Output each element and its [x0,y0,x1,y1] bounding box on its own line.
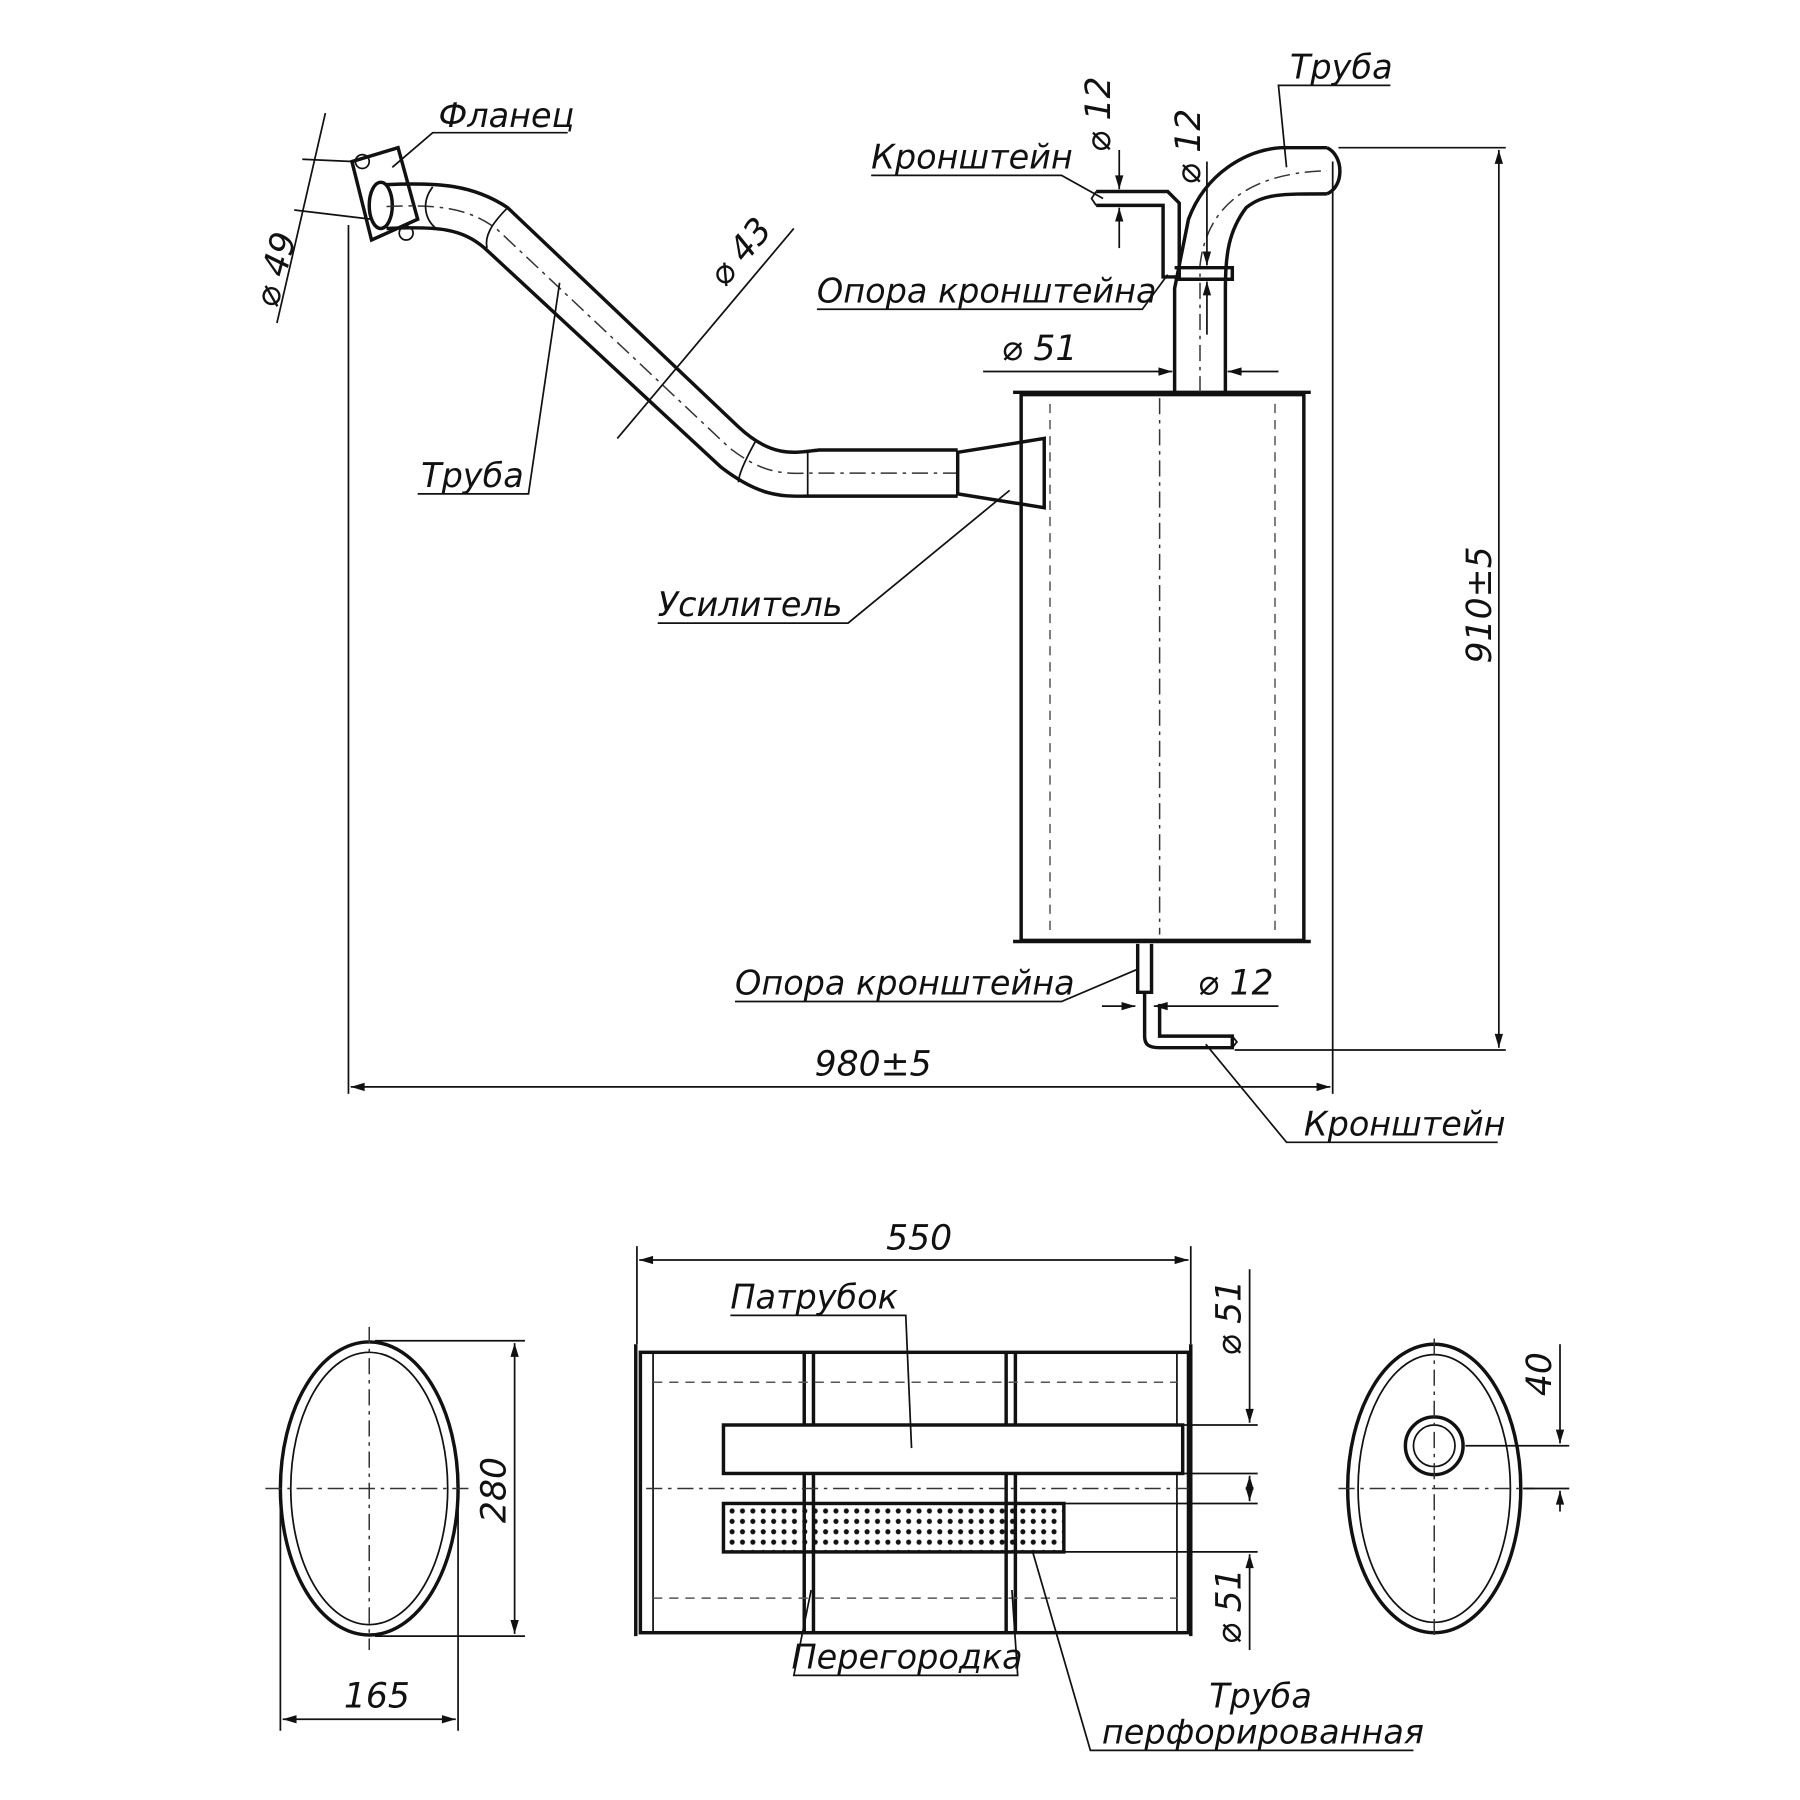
label-bracket-bottom: Кронштейн [1304,1104,1506,1143]
perforated-pipe [721,1501,1066,1554]
dim-bracket-dia-1: ⌀ 12 [1079,76,1119,152]
dim-width-total: 980±5 [815,1044,932,1084]
top-bracket [1090,189,1235,281]
dimension-lines-top [276,84,1506,1144]
dim-height-total: 910±5 [1460,546,1500,663]
label-reinforcer: Усилитель [658,585,843,624]
label-perforated-pipe-2: перфорированная [1102,1712,1424,1751]
label-inlet-pipe: Труба [421,456,524,495]
label-flange: Фланец [438,96,574,135]
inlet-pipe [386,182,1045,498]
dim-outlet-dia: ⌀ 51 [1002,329,1078,369]
dim-body-height: 280 [474,1457,514,1523]
dim-flange-dia: ⌀ 49 [247,228,305,312]
end-view-right [1338,1338,1570,1639]
label-bracket-support-top: Опора кронштейна [817,271,1157,310]
dim-nozzle-dia-bottom: ⌀ 51 [1209,1568,1249,1644]
nozzle-pipe [721,1423,1185,1476]
dim-body-length: 550 [886,1219,952,1259]
label-partition: Перегородка [792,1637,1023,1676]
flange [349,145,420,243]
bottom-bracket [1135,943,1239,1050]
muffler-body-side [1013,390,1311,944]
label-bracket-support-bottom: Опора кронштейна [735,964,1075,1003]
label-bracket-top: Кронштейн [871,137,1073,176]
dim-pipe-dia: ⌀ 43 [701,210,780,294]
dim-bracket-dia-bottom: ⌀ 12 [1198,964,1274,1004]
dim-bracket-dia-2: ⌀ 12 [1169,109,1209,185]
end-view-left [265,1326,525,1731]
dim-body-width: 165 [344,1677,410,1717]
section-view [634,1246,1414,1752]
dim-nozzle-dia-top: ⌀ 51 [1209,1280,1249,1356]
label-perforated-pipe-1: Труба [1209,1677,1312,1716]
label-nozzle: Патрубок [730,1277,897,1316]
dim-outlet-offset: 40 [1520,1352,1560,1396]
label-outlet-pipe: Труба [1290,47,1393,86]
